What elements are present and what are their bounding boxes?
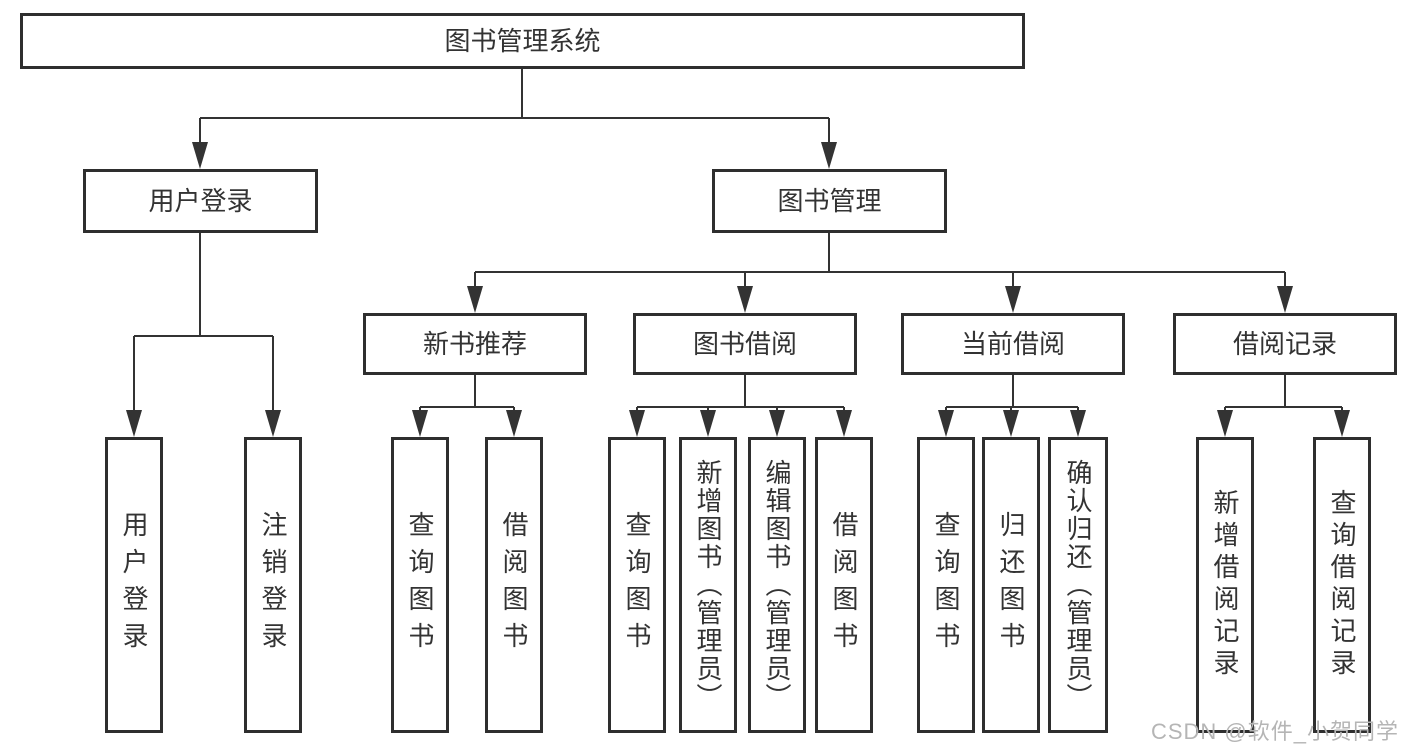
- node-user-login-label: 用户登录: [148, 186, 253, 216]
- watermark: CSDN @软件_小贺同学: [1150, 719, 1399, 744]
- leaf-borrow-books: 借阅图书: [815, 437, 873, 733]
- leaf-edit-book-admin: 编辑图书（管理员）: [748, 437, 806, 733]
- node-current-borrow-label: 当前借阅: [960, 329, 1065, 359]
- leaf-confirm-return-admin-label: 确认归还（管理员）: [1063, 459, 1093, 711]
- leaf-add-book-admin-label: 新增图书（管理员）: [693, 459, 723, 711]
- leaf-borrow-books-recommend: 借阅图书: [485, 437, 543, 733]
- leaf-edit-book-admin-label: 编辑图书（管理员）: [762, 459, 792, 711]
- node-root: 图书管理系统: [20, 13, 1025, 69]
- node-new-book-recommend-label: 新书推荐: [422, 329, 527, 359]
- leaf-borrow-books-label: 借阅图书: [829, 511, 859, 659]
- node-book-management: 图书管理: [712, 169, 947, 233]
- leaf-query-books-current-label: 查询图书: [931, 511, 961, 659]
- node-book-management-label: 图书管理: [777, 186, 882, 216]
- leaf-add-borrow-record: 新增借阅记录: [1196, 437, 1254, 733]
- leaf-user-login-label: 用户登录: [119, 511, 149, 659]
- node-book-borrow: 图书借阅: [633, 313, 857, 375]
- leaf-logout: 注销登录: [244, 437, 302, 733]
- leaf-add-borrow-record-label: 新增借阅记录: [1210, 489, 1240, 681]
- leaf-query-books-borrow: 查询图书: [608, 437, 666, 733]
- node-borrow-records: 借阅记录: [1173, 313, 1397, 375]
- leaf-logout-label: 注销登录: [258, 511, 288, 659]
- node-borrow-records-label: 借阅记录: [1232, 329, 1337, 359]
- node-current-borrow: 当前借阅: [901, 313, 1125, 375]
- leaf-add-book-admin: 新增图书（管理员）: [679, 437, 737, 733]
- leaf-return-book-label: 归还图书: [996, 511, 1026, 659]
- node-new-book-recommend: 新书推荐: [363, 313, 587, 375]
- leaf-user-login: 用户登录: [105, 437, 163, 733]
- leaf-query-books-recommend: 查询图书: [391, 437, 449, 733]
- leaf-query-books-borrow-label: 查询图书: [622, 511, 652, 659]
- leaf-confirm-return-admin: 确认归还（管理员）: [1048, 437, 1108, 733]
- leaf-query-borrow-record-label: 查询借阅记录: [1327, 489, 1357, 681]
- node-book-borrow-label: 图书借阅: [692, 329, 797, 359]
- leaf-query-borrow-record: 查询借阅记录: [1313, 437, 1371, 733]
- leaf-return-book: 归还图书: [982, 437, 1040, 733]
- node-user-login: 用户登录: [83, 169, 318, 233]
- leaf-query-books-current: 查询图书: [917, 437, 975, 733]
- node-root-label: 图书管理系统: [444, 26, 601, 56]
- leaf-query-books-recommend-label: 查询图书: [405, 511, 435, 659]
- leaf-borrow-books-recommend-label: 借阅图书: [499, 511, 529, 659]
